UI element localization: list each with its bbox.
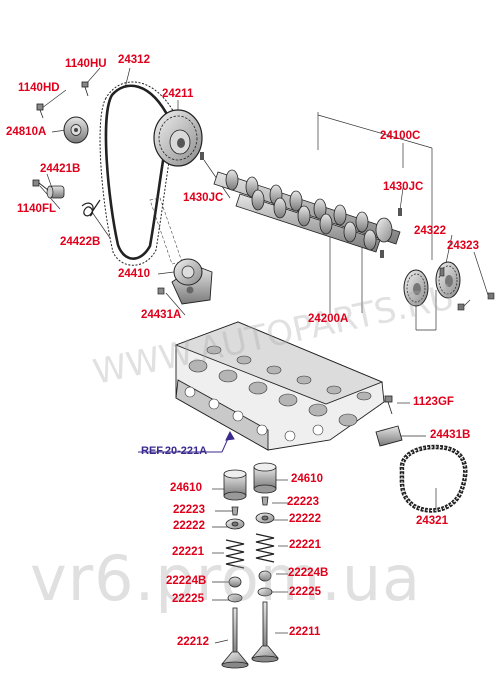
part-label-22224b-left[interactable]: 22224B	[166, 575, 207, 587]
part-label-22225-left[interactable]: 22225	[172, 593, 204, 605]
part-label-22223-right[interactable]: 22223	[287, 496, 319, 508]
pin-1430jc-right	[398, 208, 402, 216]
part-label-24312[interactable]: 24312	[118, 54, 150, 66]
collet-22223-left	[231, 506, 239, 516]
spring-22221-left	[225, 539, 245, 569]
bolt-1140hu	[81, 81, 89, 97]
bolt-1140hd	[36, 103, 44, 119]
part-label-22225-right[interactable]: 22225	[289, 586, 321, 598]
seal-22224b-left	[228, 576, 242, 588]
seat-22225-right	[257, 587, 273, 597]
pin-1430jc-left	[200, 152, 204, 160]
part-label-22223-left[interactable]: 22223	[173, 504, 205, 516]
part-label-22211[interactable]: 22211	[289, 626, 321, 638]
part-label-24321[interactable]: 24321	[416, 515, 448, 527]
part-label-24211[interactable]: 24211	[162, 88, 194, 100]
part-label-1430jc-left[interactable]: 1430JC	[183, 192, 224, 204]
seal-22224b-right	[258, 570, 272, 582]
tensioner-24410	[157, 258, 213, 305]
part-label-22222-right[interactable]: 22222	[289, 513, 321, 525]
part-label-24431a[interactable]: 24431A	[141, 309, 182, 321]
retainer-22222-left	[225, 518, 245, 530]
timing-belt	[99, 81, 178, 266]
chain-guide-24431b	[375, 425, 403, 447]
part-label-1123gf[interactable]: 1123GF	[413, 396, 454, 408]
bolt-1140fl	[32, 179, 49, 191]
spacer-24421b	[46, 185, 65, 199]
timing-chain-24321	[399, 444, 468, 513]
part-label-24200a[interactable]: 24200A	[308, 313, 349, 325]
part-label-22222-left[interactable]: 22222	[173, 520, 205, 532]
reference-label-ref-20-221a[interactable]: REF.20-221A	[141, 445, 208, 457]
part-label-1430jc-right[interactable]: 1430JC	[383, 181, 424, 193]
valve-train-right	[251, 462, 279, 663]
part-label-1140hu[interactable]: 1140HU	[65, 58, 107, 70]
spring-24422b	[81, 199, 101, 217]
exhaust-camshaft	[235, 189, 381, 253]
part-label-24100c[interactable]: 24100C	[380, 130, 421, 142]
part-label-22212[interactable]: 22212	[177, 636, 209, 648]
part-label-24323[interactable]: 24323	[447, 240, 479, 252]
tappet-24610-left	[223, 469, 247, 501]
gear-bolts	[439, 267, 495, 311]
part-label-24421b[interactable]: 24421B	[40, 163, 81, 175]
cam-gear-24323	[435, 261, 461, 299]
part-label-24610-left[interactable]: 24610	[170, 482, 202, 494]
pin-1430jc-lower	[380, 250, 384, 258]
valve-22212	[221, 607, 249, 669]
tappet-24610-right	[253, 462, 277, 494]
collet-22223-right	[261, 496, 269, 506]
bolt-1123gf	[384, 395, 393, 415]
cylinder-head	[174, 321, 385, 451]
part-label-1140hd[interactable]: 1140HD	[18, 82, 60, 94]
ref-arrow-line	[138, 430, 235, 453]
part-label-24410[interactable]: 24410	[118, 268, 150, 280]
part-label-24810a[interactable]: 24810A	[6, 126, 47, 138]
cam-sprocket-24211	[153, 109, 203, 167]
cam-gear-24322	[403, 269, 429, 307]
part-label-22221-left[interactable]: 22221	[172, 546, 204, 558]
idler-pulley-24810a	[63, 116, 89, 144]
part-label-22221-right[interactable]: 22221	[289, 539, 321, 551]
valve-22211	[251, 601, 279, 663]
part-label-22224b-right[interactable]: 22224B	[288, 567, 329, 579]
part-label-24422b[interactable]: 24422B	[60, 236, 101, 248]
part-label-1140fl[interactable]: 1140FL	[17, 203, 56, 215]
bolt-24431a	[157, 287, 165, 295]
retainer-22222-right	[255, 512, 275, 524]
part-label-24431b[interactable]: 24431B	[430, 429, 471, 441]
seat-22225-left	[227, 593, 243, 603]
valve-train-left	[221, 469, 249, 669]
part-label-24322[interactable]: 24322	[414, 225, 446, 237]
part-label-24610-right[interactable]: 24610	[291, 473, 323, 485]
spring-22221-right	[255, 533, 275, 563]
